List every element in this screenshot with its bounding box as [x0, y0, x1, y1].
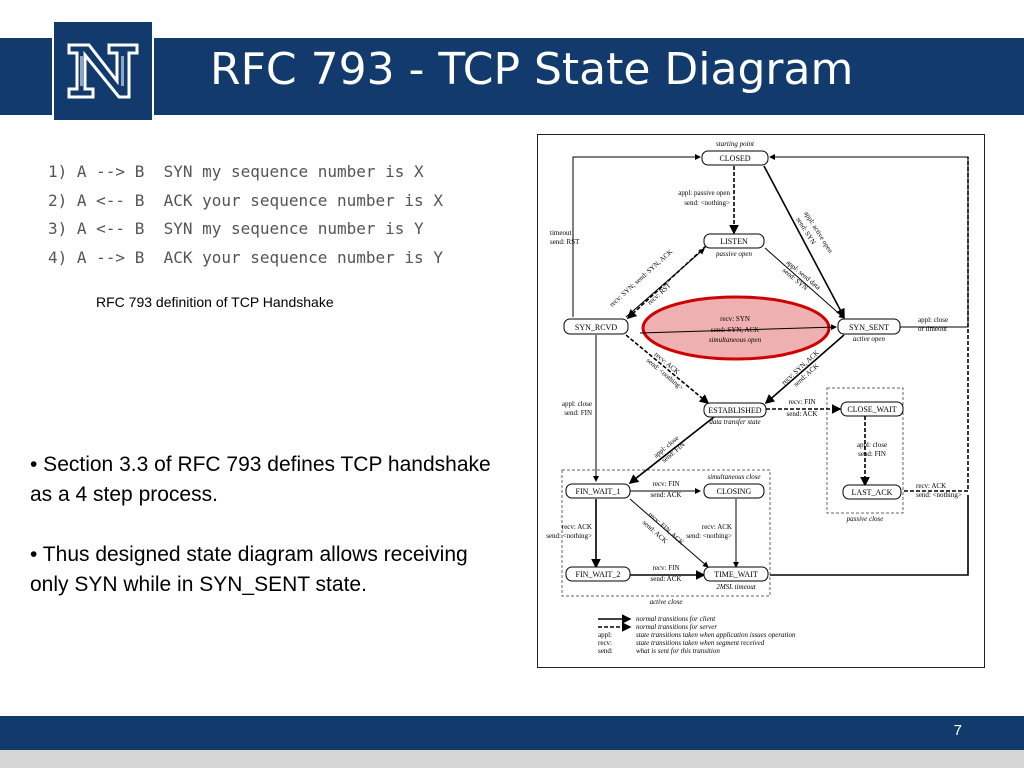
page-number: 7: [953, 722, 962, 739]
recv-rst-label: recv: RST: [646, 281, 673, 307]
close-timeout-label: appl: close: [918, 316, 948, 324]
state-syn-sent: SYN_SENT: [837, 318, 901, 335]
slide-title: RFC 793 - TCP State Diagram: [210, 44, 854, 95]
fw1-fin-send-label: send: ACK: [651, 491, 682, 499]
svg-text:LISTEN: LISTEN: [720, 237, 748, 246]
handshake-step: 4) A --> B ACK your sequence number is Y: [48, 247, 443, 267]
close-timeout-or-label: or timeout: [918, 325, 947, 333]
legend-recv-key: recv:: [598, 639, 612, 647]
svg-text:TIME_WAIT: TIME_WAIT: [714, 570, 758, 579]
handshake-step: 2) A <-- B ACK your sequence number is X: [48, 190, 443, 210]
legend-appl-key: appl:: [598, 631, 612, 639]
state-fin-wait-2: FIN_WAIT_2: [565, 566, 631, 582]
send-data-arrow: [764, 247, 845, 319]
state-syn-rcvd: SYN_RCVD: [563, 318, 629, 335]
simultaneous-open-label: simultaneous open: [709, 336, 762, 344]
state-listen: LISTEN: [703, 233, 765, 249]
recv-fin-send-label: send: ACK: [787, 410, 818, 418]
state-time-wait: TIME_WAIT: [703, 566, 769, 582]
appl-close-est-arrow: [628, 416, 715, 484]
cw-close-send-label: send: FIN: [858, 450, 886, 458]
svg-text:CLOSE_WAIT: CLOSE_WAIT: [847, 405, 896, 414]
simultaneous-close-note: simultaneous close: [707, 473, 760, 481]
time-wait-arrow: [770, 495, 969, 576]
simultaneous-recv-label: recv: SYN: [720, 315, 750, 323]
footer-bar: [0, 716, 1024, 750]
svg-text:CLOSING: CLOSING: [717, 487, 752, 496]
svg-text:SYN_SENT: SYN_SENT: [849, 323, 889, 332]
timeout-arrow: [572, 154, 701, 317]
handshake-caption: RFC 793 definition of TCP Handshake: [96, 294, 334, 310]
active-close-note: active close: [650, 598, 683, 606]
active-open-arrow: [763, 165, 845, 319]
svg-text:FIN_WAIT_1: FIN_WAIT_1: [576, 487, 621, 496]
passive-open-label: appl: passive open: [678, 189, 730, 197]
close-timeout-arrow: [769, 154, 969, 328]
university-logo: [52, 20, 154, 122]
fw2-fin-send-label: send: ACK: [651, 575, 682, 583]
passive-open-note: passive open: [715, 250, 752, 258]
bullet-list: • Section 3.3 of RFC 793 defines TCP han…: [30, 450, 500, 630]
state-fin-wait-1: FIN_WAIT_1: [565, 483, 631, 499]
svg-text:SYN_RCVD: SYN_RCVD: [575, 323, 617, 332]
bullet-item: • Thus designed state diagram allows rec…: [30, 543, 468, 596]
fw2-fin-label: recv: FIN: [652, 564, 679, 572]
la-ack-send-label: send: <nothing>: [916, 491, 962, 499]
university-n-logo-icon: [67, 43, 139, 99]
legend-recv-desc: state transitions taken when segment rec…: [636, 639, 765, 647]
recv-synack-arrow: [764, 334, 845, 405]
passive-open-send-label: send: <nothing>: [684, 199, 730, 207]
timeout-send-label: send: RST: [550, 238, 580, 246]
cw-close-label: appl: close: [857, 441, 887, 449]
passive-close-region: [826, 387, 904, 514]
svg-text:ESTABLISHED: ESTABLISHED: [708, 406, 761, 415]
tcp-state-diagram: CLOSED LISTEN SYN_RCVD SYN_SENT ESTABLIS…: [537, 134, 985, 668]
bullet-item: • Section 3.3 of RFC 793 defines TCP han…: [30, 453, 491, 506]
state-close-wait: CLOSE_WAIT: [840, 401, 904, 417]
fw1-fin-label: recv: FIN: [652, 480, 679, 488]
simultaneous-send-label: send: SYN, ACK: [711, 326, 759, 334]
fw1-ack-send-label: send: <nothing>: [546, 532, 592, 540]
synrcvd-close-send-label: send: FIN: [564, 409, 592, 417]
starting-point-note: starting point: [716, 140, 755, 148]
passive-close-note: passive close: [846, 515, 884, 523]
diagram-legend: normal transitions for client normal tra…: [598, 614, 796, 655]
recv-rst-arrow: [625, 248, 705, 318]
handshake-steps: 1) A --> B SYN my sequence number is X 2)…: [48, 158, 443, 272]
handshake-step: 3) A <-- B SYN my sequence number is Y: [48, 219, 424, 238]
svg-text:FIN_WAIT_2: FIN_WAIT_2: [576, 570, 621, 579]
active-open-note: active open: [853, 335, 886, 343]
state-closing: CLOSING: [703, 483, 765, 499]
state-closed: CLOSED: [701, 150, 769, 166]
closing-ack-send-label: send: <nothing>: [686, 532, 732, 540]
state-last-ack: LAST_ACK: [842, 484, 902, 500]
legend-client-desc: normal transitions for client: [636, 615, 716, 623]
recv-fin-label: recv: FIN: [788, 398, 815, 406]
last-ack-arrow: [904, 157, 969, 492]
state-established: ESTABLISHED: [703, 402, 767, 418]
synrcvd-close-label: appl: close: [562, 400, 592, 408]
header-bar: [0, 38, 1024, 115]
timeout-label: timeout: [550, 229, 571, 237]
state-diagram-svg: CLOSED LISTEN SYN_RCVD SYN_SENT ESTABLIS…: [546, 140, 969, 655]
simultaneous-open-highlight: [641, 295, 831, 361]
msl-timeout-note: 2MSL timeout: [716, 583, 756, 591]
svg-text:CLOSED: CLOSED: [719, 154, 750, 163]
svg-text:LAST_ACK: LAST_ACK: [852, 488, 893, 497]
legend-send-desc: what is sent for this transition: [636, 647, 720, 655]
handshake-step: 1) A --> B SYN my sequence number is X: [48, 162, 424, 181]
closing-ack-label: recv: ACK: [702, 523, 732, 531]
active-close-region: [561, 469, 771, 597]
finack-arrow: [629, 498, 709, 568]
fw1-ack-label: recv: ACK: [562, 523, 592, 531]
legend-appl-desc: state transitions taken when application…: [636, 631, 796, 639]
simultaneous-open-arrow: [639, 324, 837, 334]
footer-stripe: [0, 750, 1024, 768]
legend-send-key: send:: [598, 647, 613, 655]
data-transfer-note: data transfer state: [709, 418, 760, 426]
legend-server-desc: normal transitions for server: [636, 623, 717, 631]
recv-syn-label: recv: SYN; send: SYN, ACK: [608, 248, 674, 309]
la-ack-label: recv: ACK: [916, 482, 946, 490]
